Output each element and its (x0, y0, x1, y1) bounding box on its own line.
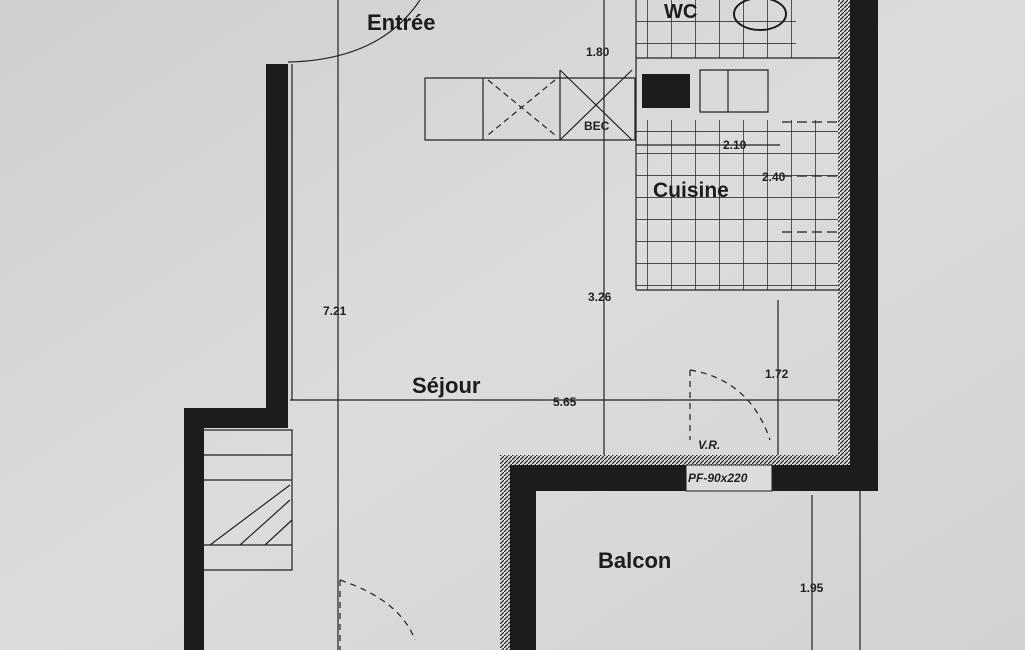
walls (184, 0, 878, 650)
dimension-1-80: 1.80 (586, 45, 610, 59)
fixture-label-vr: V.R. (698, 438, 720, 452)
dimension-lines (200, 0, 861, 650)
fixture-label-bec: BEC (584, 119, 610, 133)
door-opening (685, 464, 773, 492)
room-label-sejour: Séjour (412, 373, 481, 398)
dimension-2-10: 2.10 (723, 138, 747, 152)
dimension-1-72: 1.72 (765, 367, 789, 381)
door-label: PF-90x220 (688, 471, 748, 485)
dimension-7-21: 7.21 (323, 304, 347, 318)
dimension-3-26: 3.26 (588, 290, 612, 304)
hatched-wall (500, 455, 850, 465)
dimension-2-40: 2.40 (762, 170, 786, 184)
hatched-wall (500, 455, 510, 650)
dimension-5-65: 5.65 (553, 395, 577, 409)
toilet-icon (733, 0, 787, 31)
kitchen-tiles (636, 120, 840, 290)
cooktop (642, 74, 690, 108)
room-label-cuisine: Cuisine (653, 179, 729, 202)
room-label-entree: Entrée (367, 10, 435, 35)
hatched-wall (838, 0, 850, 465)
dimension-1-95: 1.95 (800, 581, 824, 595)
room-label-wc: WC (664, 1, 697, 23)
room-label-balcon: Balcon (598, 548, 671, 573)
